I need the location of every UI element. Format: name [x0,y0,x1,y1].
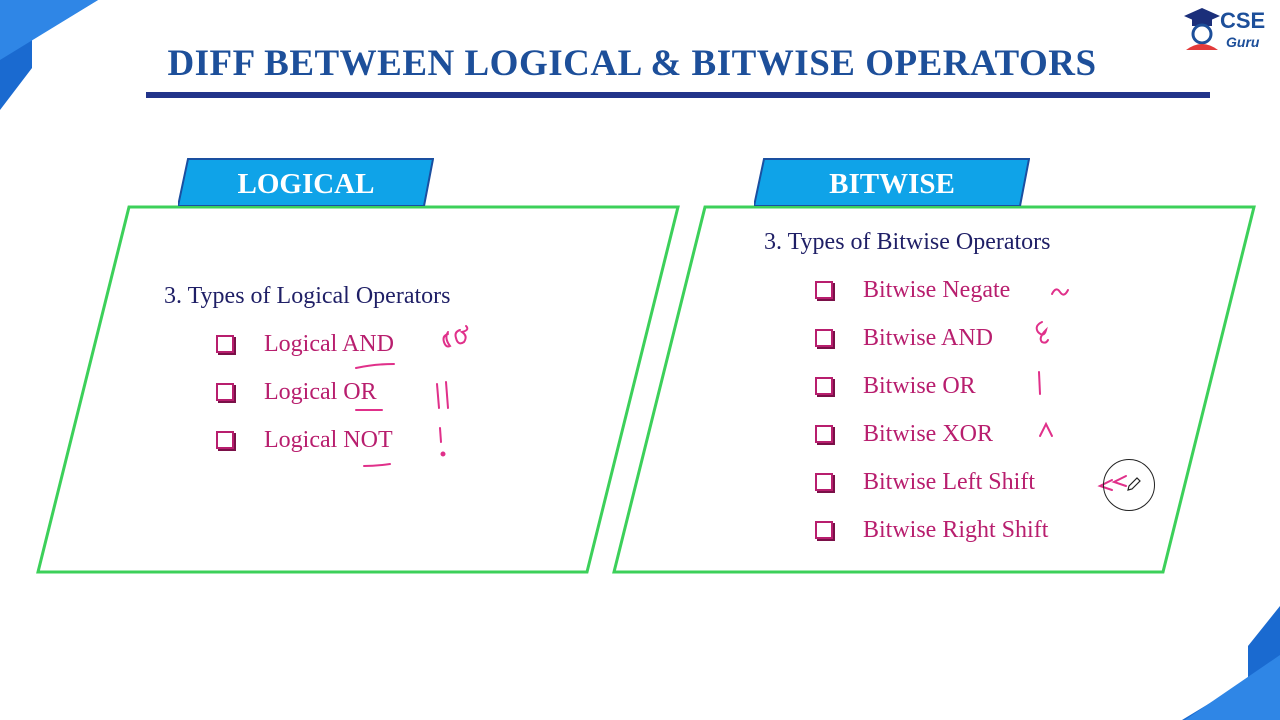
tab-logical-label: LOGICAL [237,168,375,200]
list-item-label: Bitwise Right Shift [863,516,1049,543]
logo-text-bottom: Guru [1226,34,1260,50]
list-item: Logical OR [216,376,377,408]
logo-text-top: CSE [1220,8,1266,33]
checkbox-icon [216,335,234,353]
logo: CSE Guru [1180,4,1274,56]
list-item-label: Logical NOT [264,426,393,453]
bitwise-heading: 3. Types of Bitwise Operators [764,229,1051,255]
list-item: Logical AND [216,328,394,360]
logical-panel [36,205,680,574]
page-title: DIFF BETWEEN LOGICAL & BITWISE OPERATORS [167,43,1097,84]
checkbox-icon [815,281,833,299]
list-item: Bitwise XOR [815,418,993,450]
list-item-label: Bitwise Negate [863,276,1011,303]
pen-glyph [1127,477,1141,491]
checkbox-icon [815,329,833,347]
checkbox-icon [216,431,234,449]
list-item: Bitwise Left Shift [815,466,1035,498]
list-item-label: Bitwise AND [863,324,994,351]
list-item: Bitwise Negate [815,274,1010,306]
list-item: Bitwise Right Shift [815,514,1048,546]
pen-cursor-icon [1103,459,1155,511]
list-item: Bitwise OR [815,370,976,402]
tab-bitwise: BITWISE [754,158,1030,206]
checkbox-icon [815,425,833,443]
checkbox-icon [815,521,833,539]
tab-logical: LOGICAL [178,158,434,206]
list-item: Logical NOT [216,424,393,456]
title-underline [146,92,1210,98]
bitwise-panel [612,205,1256,574]
checkbox-icon [815,377,833,395]
checkbox-icon [216,383,234,401]
list-item-label: Bitwise XOR [863,420,994,447]
list-item-label: Logical AND [264,330,394,357]
logical-heading: 3. Types of Logical Operators [164,283,451,309]
tab-logical-shape [178,158,434,206]
list-item-label: Bitwise Left Shift [863,468,1035,495]
tab-bitwise-label: BITWISE [829,168,955,200]
checkbox-icon [815,473,833,491]
list-item-label: Logical OR [264,378,377,405]
graduation-cap-icon [1184,8,1220,50]
list-item-label: Bitwise OR [863,372,976,399]
list-item: Bitwise AND [815,322,993,354]
tab-bitwise-shape [754,158,1030,206]
